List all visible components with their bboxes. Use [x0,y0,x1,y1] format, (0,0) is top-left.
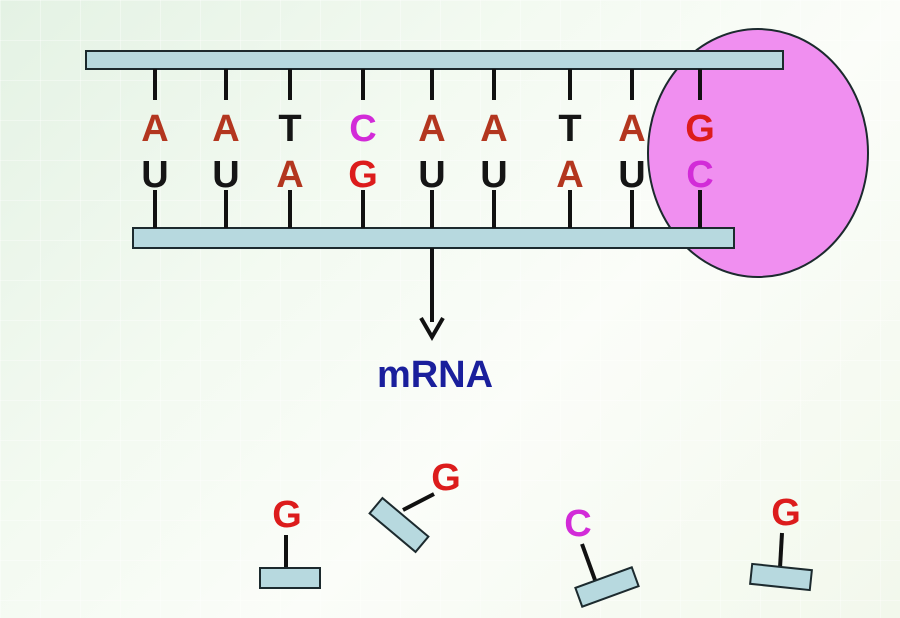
rna-base: U [212,154,239,196]
base-pair-2: AU [212,69,240,228]
dna-base: T [558,108,581,150]
nucleotide-stick [402,492,435,512]
mrna-label: mRNA [377,354,493,396]
free-nucleotide-base: C [564,503,591,545]
free-nucleotide-3: C [564,503,640,608]
base-pair-3: TA [276,69,304,228]
rna-base: U [418,154,445,196]
sugar-phosphate-block [368,496,430,554]
base-pair-8: AU [618,69,646,228]
base-pair-7: TA [556,69,584,228]
base-pair-1: AU [141,69,169,228]
sugar-phosphate-block [574,566,640,608]
base-pair-5: AU [418,69,446,228]
base-pair-9: GC [685,69,715,228]
dna-base: G [685,108,715,150]
rna-base: U [618,154,645,196]
rna-base: A [556,154,583,196]
dna-base: A [418,108,445,150]
dna-backbone [85,50,784,70]
nucleotide-stick [778,532,784,569]
sugar-phosphate-block [749,562,813,592]
base-pair-4: CG [348,69,378,228]
rna-base: C [686,154,713,196]
free-nucleotide-1: G [259,494,321,589]
dna-base: T [278,108,301,150]
free-nucleotide-base: G [431,457,461,499]
sugar-phosphate-block [259,567,321,589]
dna-base: A [480,108,507,150]
rna-base: U [141,154,168,196]
dna-base: A [618,108,645,150]
rna-base: U [480,154,507,196]
free-nucleotide-base: G [272,494,302,536]
rna-base: A [276,154,303,196]
nucleotide-stick [580,543,597,581]
dna-base: A [141,108,168,150]
rna-polymerase-enzyme [647,28,869,278]
rna-backbone [132,227,735,249]
rna-base: G [348,154,378,196]
free-nucleotides: G G C G [259,457,813,608]
dna-base: A [212,108,239,150]
base-pair-6: AU [480,69,508,228]
free-nucleotide-2: G [368,457,461,554]
free-nucleotide-base: G [771,492,801,534]
free-nucleotide-4: G [749,492,813,592]
output-arrow [419,248,445,341]
dna-base: C [349,108,376,150]
